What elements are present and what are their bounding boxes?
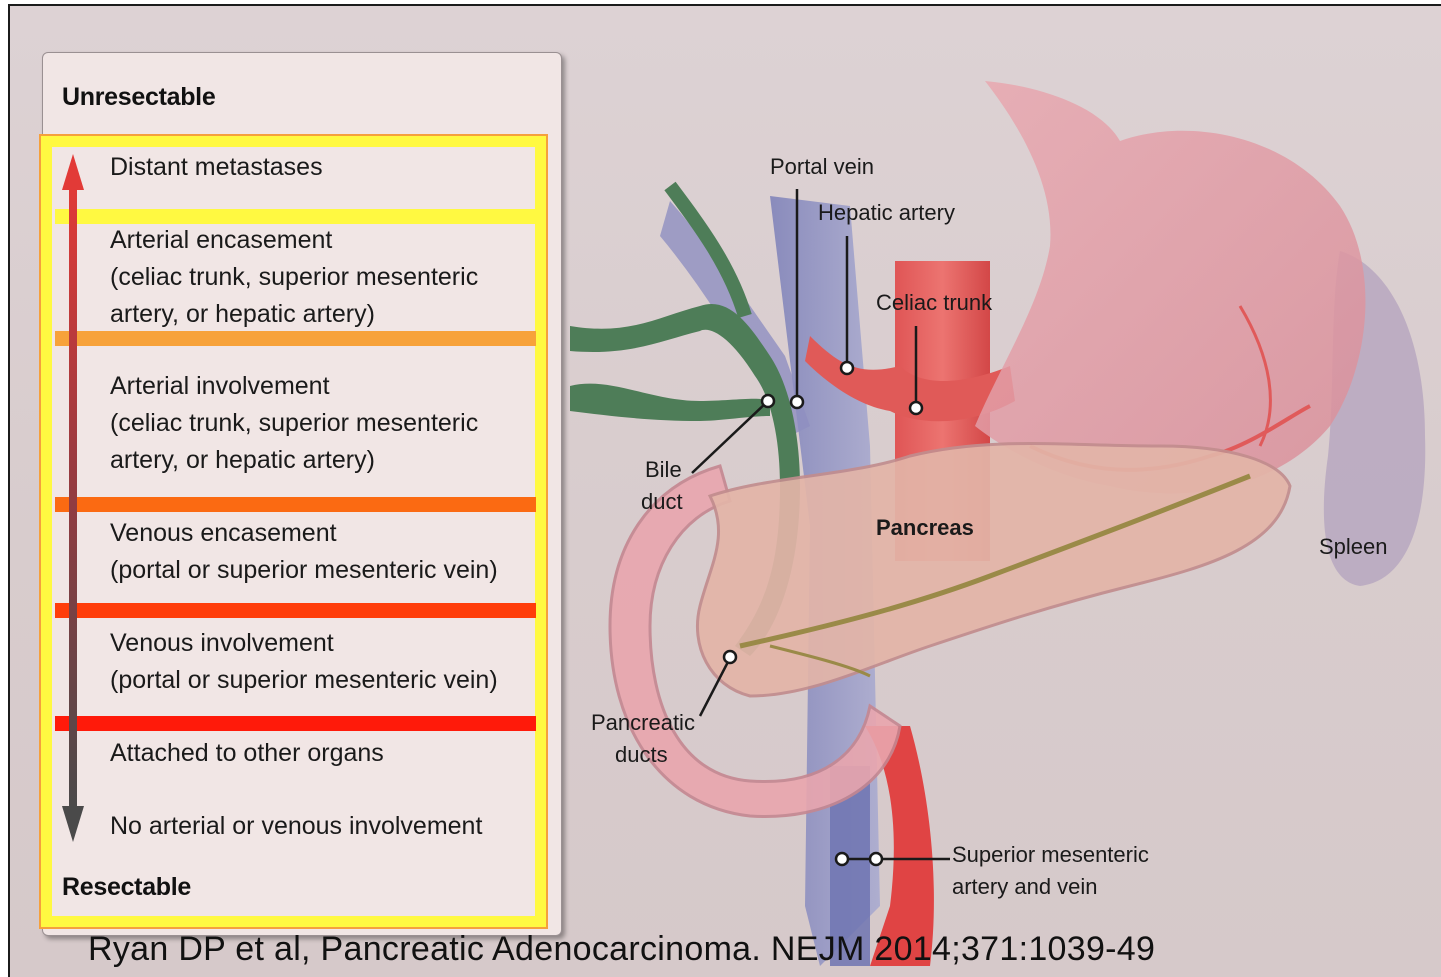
stage-line: Venous involvement [110, 625, 498, 662]
stage-line: Venous encasement [110, 515, 498, 552]
stage-line: (portal or superior mesenteric vein) [110, 662, 498, 699]
stage-line: Arterial involvement [110, 368, 478, 405]
label-bile-duct-line2: duct [641, 489, 683, 515]
label-hepatic-artery: Hepatic artery [818, 200, 955, 226]
label-pancreatic-ducts-line1: Pancreatic [591, 710, 695, 736]
label-pancreatic-ducts-line2: ducts [615, 742, 668, 768]
stage-distant-metastases: Distant metastases [110, 149, 323, 186]
stage-no-involvement: No arterial or venous involvement [110, 808, 482, 845]
divider-red [55, 716, 536, 731]
stage-line: (celiac trunk, superior mesenteric [110, 405, 478, 442]
stage-venous-encasement: Venous encasement (portal or superior me… [110, 515, 498, 589]
stage-line: (celiac trunk, superior mesenteric [110, 259, 478, 296]
label-sma-line2: artery and vein [952, 874, 1098, 900]
divider-red-orange [55, 603, 536, 618]
stage-line: Attached to other organs [110, 735, 384, 772]
stomach-shape [975, 81, 1365, 494]
label-spleen: Spleen [1319, 534, 1388, 560]
stage-attached-other-organs: Attached to other organs [110, 735, 384, 772]
label-portal-vein: Portal vein [770, 154, 874, 180]
stage-line: artery, or hepatic artery) [110, 296, 478, 333]
stage-arterial-encasement: Arterial encasement (celiac trunk, super… [110, 222, 478, 333]
stage-line: Arterial encasement [110, 222, 478, 259]
unresectable-heading: Unresectable [62, 83, 215, 112]
resectability-arrow [58, 150, 88, 845]
stage-line: artery, or hepatic artery) [110, 442, 478, 479]
label-bile-duct-line1: Bile [645, 457, 682, 483]
label-pancreas: Pancreas [876, 515, 974, 541]
stage-line: No arterial or venous involvement [110, 808, 482, 845]
label-sma-line1: Superior mesenteric [952, 842, 1149, 868]
citation: Ryan DP et al, Pancreatic Adenocarcinoma… [88, 930, 1155, 969]
label-celiac-trunk: Celiac trunk [876, 290, 992, 316]
stage-line: (portal or superior mesenteric vein) [110, 552, 498, 589]
stage-line: Distant metastases [110, 149, 323, 186]
divider-dark-orange [55, 497, 536, 512]
pancreas-shape [697, 444, 1290, 697]
divider-orange [55, 331, 536, 346]
stage-arterial-involvement: Arterial involvement (celiac trunk, supe… [110, 368, 478, 479]
stage-venous-involvement: Venous involvement (portal or superior m… [110, 625, 498, 699]
